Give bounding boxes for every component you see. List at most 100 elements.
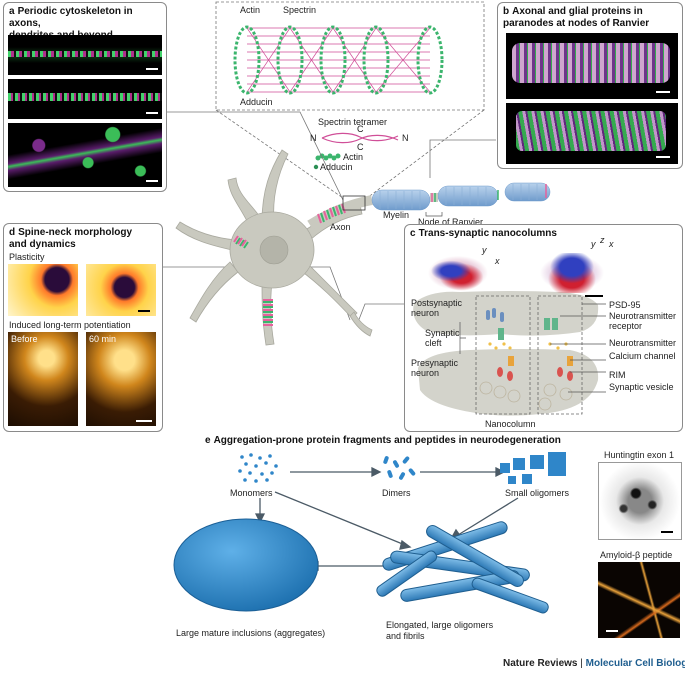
actin-legend-filament: [313, 153, 341, 170]
legend-actin: Actin: [343, 152, 364, 162]
label-neurotransmitter: Neurotransmitter: [609, 338, 677, 348]
label-node-of-ranvier: Node of Ranvier: [418, 217, 484, 227]
micrograph-paranode-2: [506, 103, 678, 164]
axis-x1: x: [495, 256, 500, 266]
monomer-dots: [238, 453, 278, 483]
label-60min: 60 min: [89, 334, 117, 344]
label-adducin: Adducin: [240, 97, 273, 107]
micrograph-amyloid: [598, 562, 680, 638]
label-spectrin-tetramer: Spectrin tetramer: [318, 117, 388, 127]
label-amyloid: Amyloid-β peptide: [600, 550, 673, 560]
legend-adducin: Adducin: [320, 162, 353, 172]
label-presynaptic-2: neuron: [411, 368, 440, 378]
panel-e-letter: e: [205, 435, 211, 446]
micrograph-dendrite: [8, 79, 162, 119]
axis-x2: x: [609, 239, 614, 249]
panel-c-letter: c: [410, 228, 416, 239]
micrograph-paranode-1: [506, 33, 678, 99]
label-plasticity: Plasticity: [9, 252, 45, 262]
micrograph-ltp-60min: 60 min: [86, 332, 156, 426]
label-cleft-1: Synaptic: [425, 328, 460, 338]
dendrite-rings: [233, 235, 273, 326]
panel-c-title-text: Trans-synaptic nanocolumns: [418, 228, 557, 239]
axon: [307, 182, 551, 230]
fibril-rods: [376, 521, 549, 614]
panel-a-title-line1: Periodic cytoskeleton in axons,: [9, 6, 133, 29]
postsynaptic-terminal: [413, 291, 599, 336]
nanocolumn-dashes: [475, 295, 583, 415]
label-induced-ltp: Induced long-term potentiation: [9, 320, 131, 330]
label-psd95: PSD-95: [609, 300, 641, 310]
label-myelin: Myelin: [383, 210, 410, 220]
micrograph-spine-2: [86, 264, 156, 316]
label-postsynaptic-1: Postsynaptic: [411, 298, 463, 308]
label-n-left: N: [310, 133, 317, 143]
panel-a-letter: a: [9, 6, 15, 17]
rim-proteins: [497, 367, 573, 381]
panel-d-title-line2: and dynamics: [9, 239, 76, 250]
panel-b-title-line1: Axonal and glial proteins in: [512, 6, 643, 17]
nanocolumn-scalebar: [585, 295, 603, 297]
large-inclusion-blob: [173, 518, 319, 612]
label-c-bottom: C: [357, 142, 364, 152]
panel-b-title-line2: paranodes at nodes of Ranvier: [503, 18, 650, 29]
label-postsynaptic-2: neuron: [411, 308, 440, 318]
label-ntr-1: Neurotransmitter: [609, 311, 677, 321]
panel-e-title-text: Aggregation-prone protein fragments and …: [213, 435, 561, 446]
micrograph-axon: [8, 35, 162, 75]
panel-d-letter: d: [9, 227, 16, 238]
nucleus: [259, 235, 289, 265]
label-monomers: Monomers: [230, 488, 273, 498]
axis-y1: y: [482, 245, 487, 255]
journal-brand: Nature Reviews | Molecular Cell Biology: [503, 658, 685, 669]
nanocolumn-image-2: [537, 253, 607, 293]
label-fibrils-1: Elongated, large oligomers: [386, 620, 494, 630]
calcium-channels: [508, 356, 573, 366]
axis-y2: y: [591, 239, 596, 249]
spectrin-inset-box: [215, 1, 485, 111]
label-calcium-channel: Calcium channel: [609, 351, 676, 361]
label-actin: Actin: [240, 5, 261, 15]
panel-d-title-line1: Spine-neck morphology: [18, 227, 133, 238]
label-presynaptic-1: Presynaptic: [411, 358, 459, 368]
spectrin-tetramer: [321, 132, 399, 144]
brand-sep: |: [577, 658, 586, 669]
brand-subject: Molecular Cell Biology: [585, 658, 685, 669]
label-fibrils-2: and fibrils: [386, 631, 425, 641]
panel-b-letter: b: [503, 6, 510, 17]
micrograph-neurons: [8, 123, 162, 187]
synaptic-vesicles: [479, 381, 573, 411]
micrograph-spine-1: [8, 264, 78, 316]
actin-rings: [233, 25, 444, 95]
dimer-shapes: [383, 456, 416, 480]
nanocolumn-image-1: [423, 253, 493, 293]
micrograph-ltp-before: Before: [8, 332, 78, 426]
micrograph-huntingtin: [598, 462, 682, 540]
nanocolumn-pointer: [459, 303, 606, 393]
small-oligomers: [500, 452, 566, 484]
spectrin-lattice: [246, 27, 431, 93]
label-nanocolumn: Nanocolumn: [485, 419, 536, 429]
receptors: [486, 308, 558, 340]
label-ntr-2: receptor: [609, 321, 643, 331]
label-before: Before: [11, 334, 38, 344]
axis-z: z: [600, 235, 605, 245]
label-synaptic-vesicle: Synaptic vesicle: [609, 382, 674, 392]
presynaptic-terminal: [418, 349, 599, 416]
label-small-oligomers: Small oligomers: [505, 488, 570, 498]
brand-journal: Nature Reviews: [503, 658, 578, 669]
label-dimers: Dimers: [382, 488, 411, 498]
label-cleft-2: cleft: [425, 338, 442, 348]
label-axon: Axon: [330, 222, 351, 232]
label-c-top: C: [357, 124, 364, 134]
label-n-right: N: [402, 133, 409, 143]
label-spectrin: Spectrin: [283, 5, 317, 15]
